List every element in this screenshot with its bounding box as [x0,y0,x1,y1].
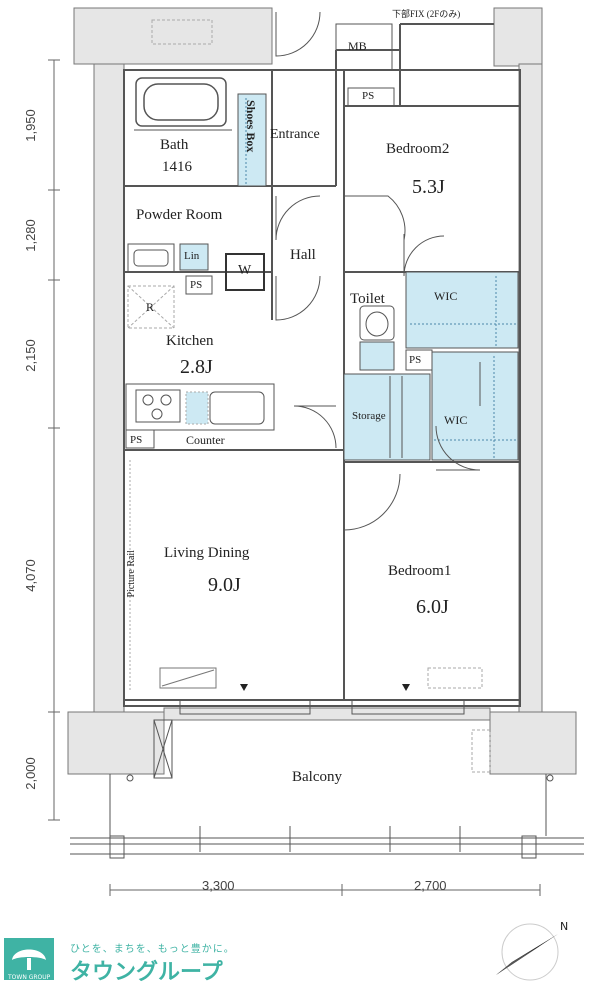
compass-icon [496,923,559,981]
shoes-box-label: Shoes Box [244,100,258,153]
bathtub [135,77,227,127]
toilet-label: Toilet [350,291,385,307]
bath-label: Bath [160,137,189,153]
counter-label: Counter [186,433,225,447]
ps-toilet-label: PS [409,354,422,366]
w-label: W [238,263,252,278]
dim-bottom-1: 3,300 [202,878,235,893]
ps-top-label: PS [362,90,375,102]
balcony-windows [179,699,465,715]
refrigerator-space [127,285,175,329]
powder-room-label: Powder Room [136,207,223,223]
compass-north-label: N [560,920,569,933]
dim-bottom-2: 2,700 [414,878,447,893]
ps-kitchen-label: PS [130,434,143,446]
washer-space [225,253,265,291]
dim-left-3: 2,150 [22,339,38,372]
r-label: R [146,300,155,314]
doors [275,11,481,531]
picture-rail-label: Picture Rail [126,550,137,598]
dim-left-5: 2,000 [22,757,38,790]
wic-upper-label: WIC [434,289,458,303]
evacuation-hatch [153,719,173,779]
bedroom1-label: Bedroom1 [388,563,452,579]
kitchen-counter [125,383,275,431]
balcony-label: Balcony [292,769,342,785]
aircon-unit-top [151,19,213,45]
dim-left-4: 4,070 [22,559,38,592]
living-dining-area: 9.0J [208,574,241,596]
mb-label: MB [348,39,367,53]
bath-size: 1416 [162,159,192,175]
toilet-fixture [359,305,395,341]
wic-lower-label: WIC [444,413,468,427]
closets [179,93,519,461]
ps-powder-label: PS [190,279,203,291]
dimension-lines [48,59,541,896]
logo-sub: TOWN GROUP [8,974,51,981]
town-group-logo-icon [4,938,54,980]
logo-tagline: ひとを、まちを、もっと豊かに。 [70,944,235,955]
lin-label: Lin [184,250,200,262]
living-dining-label: Living Dining [164,545,250,561]
exterior-walls [67,7,577,775]
entrance-label: Entrance [270,127,320,142]
washbasin [127,243,175,273]
hall-label: Hall [290,247,316,263]
logo-name: タウングループ [70,960,223,985]
fix-note: 下部FIX (2Fのみ) [392,9,461,19]
balcony-outline [70,774,584,859]
bedroom2-area: 5.3J [412,176,445,198]
dim-left-2: 1,280 [22,219,38,252]
storage-label: Storage [352,410,386,422]
dim-left-1: 1,950 [22,109,38,142]
kitchen-label: Kitchen [166,333,214,349]
bedroom1-area: 6.0J [416,596,449,618]
bedroom2-label: Bedroom2 [386,141,450,157]
kitchen-area: 2.8J [180,356,213,378]
